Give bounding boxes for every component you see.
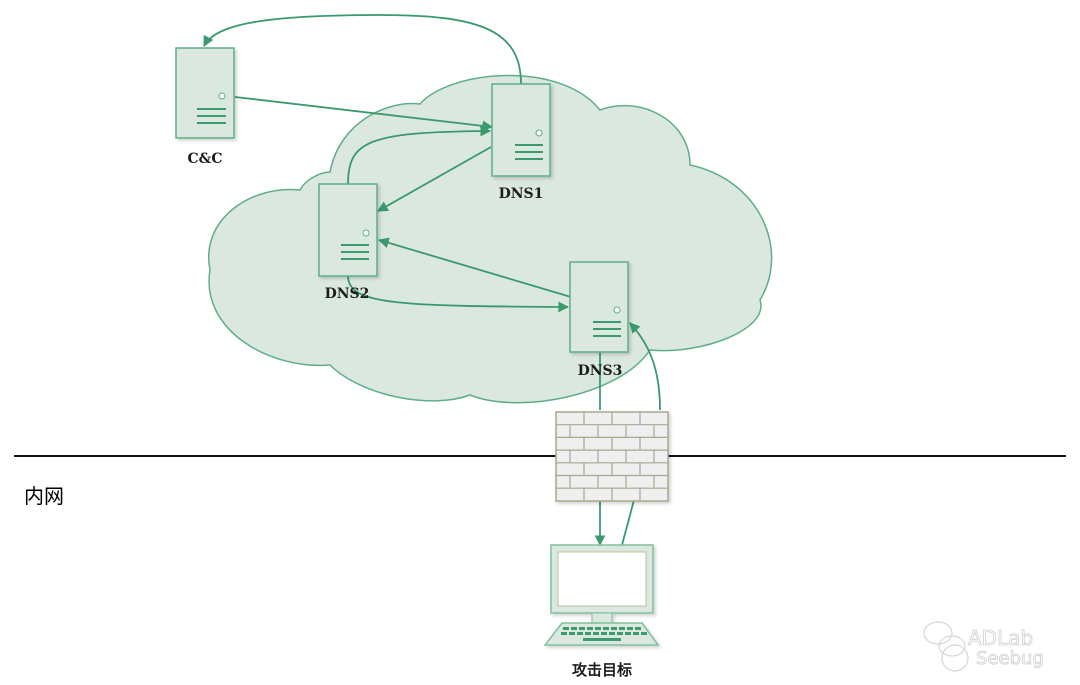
edge-dns2-to-dns1 (347, 125, 492, 185)
edge-dns2-to-dns3 (347, 275, 570, 313)
firewall (555, 411, 669, 502)
edge-dns1-to-dns2 (377, 146, 492, 212)
internal-network-label: 内网 (24, 484, 64, 508)
edge-target-to-firewall (621, 499, 635, 546)
watermark-adlab: ADLab (968, 626, 1033, 650)
target-computer (543, 544, 660, 646)
internet-cloud (207, 74, 773, 404)
edge-cc-to-dns1 (234, 96, 494, 132)
label-cc: C&C (188, 151, 223, 167)
wechat-icon (923, 621, 969, 672)
server-dns2 (318, 183, 378, 277)
edge-dns3-to-dns2 (377, 237, 572, 298)
label-target: 攻击目标 (572, 661, 632, 679)
server-cc (175, 47, 235, 139)
label-dns3: DNS3 (578, 363, 623, 379)
edge-dns1-to-cc (203, 14, 522, 85)
watermark: ADLab Seebug (923, 621, 1044, 672)
label-dns1: DNS1 (499, 186, 544, 202)
server-dns3 (569, 261, 629, 353)
label-dns2: DNS2 (325, 286, 370, 302)
edge-firewall-to-dns3 (629, 322, 661, 411)
edges (203, 14, 661, 547)
server-dns1 (491, 83, 551, 177)
watermark-seebug: Seebug (976, 648, 1044, 669)
